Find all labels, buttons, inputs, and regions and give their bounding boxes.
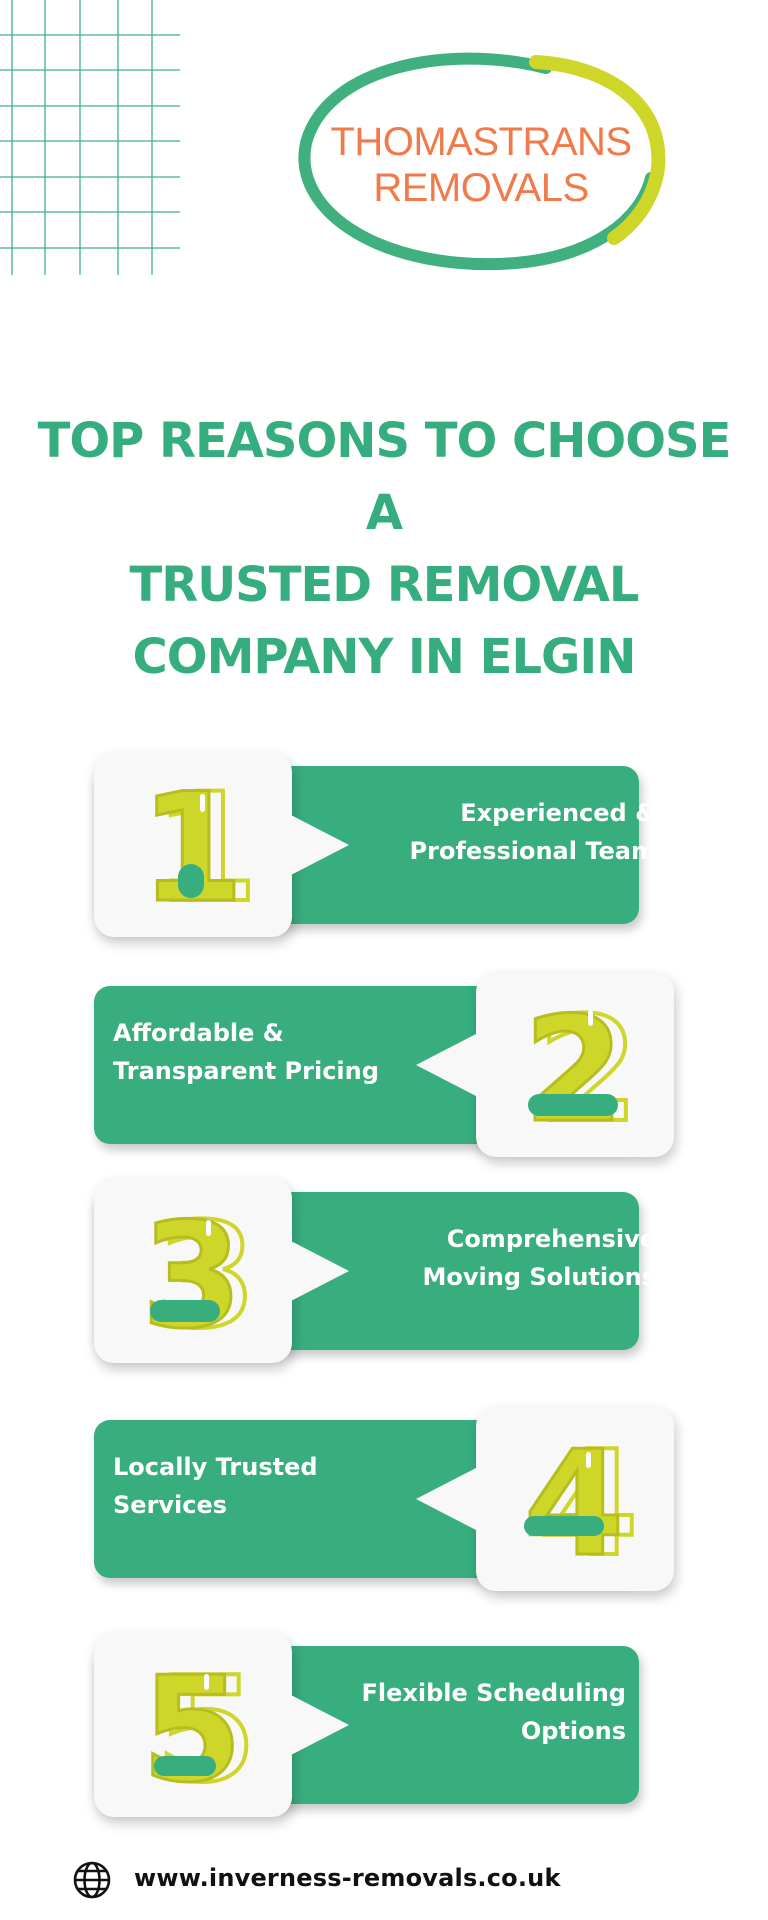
svg-text:1: 1 — [140, 762, 244, 927]
logo-swoosh — [298, 52, 666, 271]
logo-text-line1: THOMASTRANS — [330, 120, 632, 164]
reason-item-5: 5 5 Flexible Scheduling Options — [94, 1632, 674, 1817]
number-card — [94, 1632, 292, 1817]
company-logo: THOMASTRANS REMOVALS — [296, 48, 666, 278]
pointer-arrow — [416, 1034, 476, 1096]
svg-text:3: 3 — [156, 1192, 257, 1353]
pointer-arrow — [289, 1694, 349, 1756]
reason-label: Flexible Scheduling Options — [361, 1679, 626, 1745]
reason-label: Affordable & Transparent Pricing — [113, 1019, 379, 1085]
number-3-graphic: 3 3 — [94, 1188, 292, 1363]
number-2-graphic: 2 2 — [476, 982, 674, 1157]
decorative-grid — [0, 0, 180, 275]
reason-item-4: 4 4 Locally Trusted Services — [94, 1406, 674, 1591]
svg-text:4: 4 — [524, 1420, 625, 1581]
number-5-graphic: 5 5 — [94, 1642, 292, 1817]
title-line1: TOP REASONS TO CHOOSE A — [37, 413, 732, 541]
number-card — [94, 1178, 292, 1363]
number-card — [94, 752, 292, 937]
reason-label: Comprehensive Moving Solutions — [422, 1225, 656, 1291]
reason-item-2: 2 2 Affordable & Transparent Pricing — [94, 972, 674, 1157]
globe-icon — [73, 1861, 111, 1899]
reason-item-3: 3 3 Comprehensive Moving Solutions — [94, 1178, 674, 1363]
pointer-arrow — [416, 1468, 476, 1530]
reason-label: Locally Trusted Services — [113, 1453, 318, 1519]
logo-text-line2: REMOVALS — [373, 166, 589, 210]
reason-item-1: 1 1 Experienced & Professional Team — [94, 752, 674, 938]
number-1-graphic: 1 1 — [94, 760, 292, 938]
title-line3: COMPANY IN ELGIN — [132, 629, 637, 685]
svg-text:3: 3 — [142, 1192, 243, 1353]
svg-text:2: 2 — [524, 986, 625, 1147]
page-title: TOP REASONS TO CHOOSE A TRUSTED REMOVAL … — [30, 405, 738, 693]
footer: www.inverness-removals.co.uk — [72, 1858, 692, 1902]
reason-label: Experienced & Professional Team — [409, 799, 656, 865]
svg-text:5: 5 — [156, 1646, 257, 1807]
svg-text:5: 5 — [142, 1646, 243, 1807]
number-4-graphic: 4 4 — [476, 1416, 674, 1591]
svg-text:4: 4 — [538, 1420, 639, 1581]
title-line2: TRUSTED REMOVAL — [129, 557, 640, 613]
number-card — [476, 972, 674, 1157]
pointer-arrow — [289, 1240, 349, 1302]
pointer-arrow — [289, 814, 349, 876]
svg-text:1: 1 — [154, 762, 258, 927]
website-link[interactable]: www.inverness-removals.co.uk — [134, 1864, 561, 1892]
number-card — [476, 1406, 674, 1591]
